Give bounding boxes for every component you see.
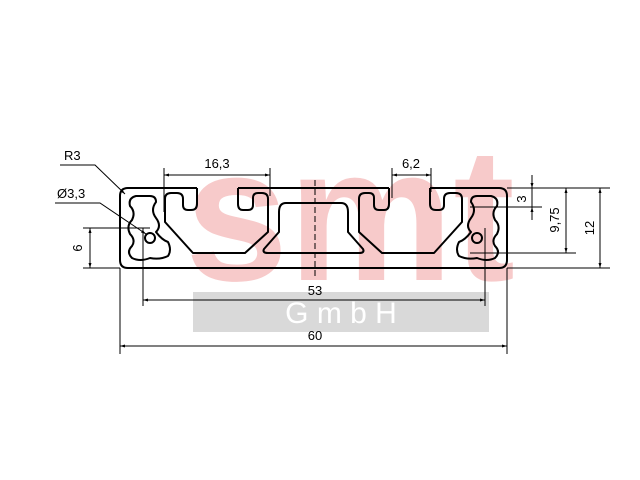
center-cavity-left — [262, 202, 315, 254]
screw-channel-left — [127, 195, 171, 261]
dim-radius: R3 — [64, 148, 81, 163]
dim-depth-975: 9,75 — [547, 207, 562, 232]
dim-bore: Ø3,3 — [57, 186, 85, 201]
t-slot-left — [164, 188, 269, 254]
dim-height-12: 12 — [582, 221, 597, 235]
profile-left-half — [127, 188, 315, 261]
dim-height-6: 6 — [70, 244, 85, 251]
dim-width-53: 53 — [308, 283, 322, 298]
dim-slot-opening: 6,2 — [402, 156, 420, 171]
dim-width-60: 60 — [308, 328, 322, 343]
watermark-sub: G m b H — [285, 297, 397, 330]
bore-left — [144, 232, 156, 244]
watermark-logo: smt G m b H — [185, 109, 515, 332]
dim-slot-width: 16,3 — [204, 156, 229, 171]
dimensions: 16,3 6,2 R3 Ø3,3 6 3 9,75 12 53 — [55, 148, 610, 354]
dim-depth-3: 3 — [514, 195, 529, 202]
svg-text:smt: smt — [185, 109, 515, 321]
